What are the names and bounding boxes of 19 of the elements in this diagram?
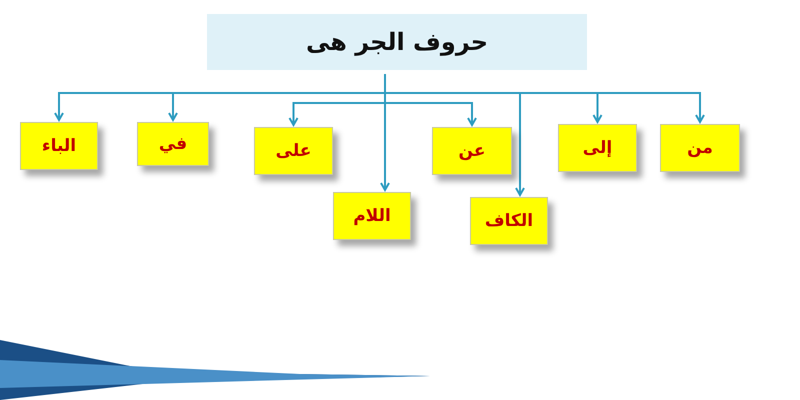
term-box (660, 124, 740, 172)
arrow (54, 74, 386, 121)
term-label: على (276, 141, 312, 161)
term-box (432, 127, 512, 175)
term-box (333, 192, 411, 240)
term-label: الكاف (484, 211, 534, 231)
term-box (254, 127, 333, 175)
term-label: اللام (353, 206, 391, 226)
term-box (137, 122, 209, 166)
term-label: عن (458, 141, 486, 161)
term-label: من (687, 138, 713, 158)
term-label: الباء (42, 136, 76, 156)
term-label: في (158, 134, 188, 154)
term-box (558, 124, 637, 172)
title-text: حروف الجر هى (306, 28, 488, 56)
title-box (207, 14, 587, 70)
term-box (20, 122, 98, 170)
term-label: إلى (582, 138, 612, 158)
term-box (470, 197, 548, 245)
